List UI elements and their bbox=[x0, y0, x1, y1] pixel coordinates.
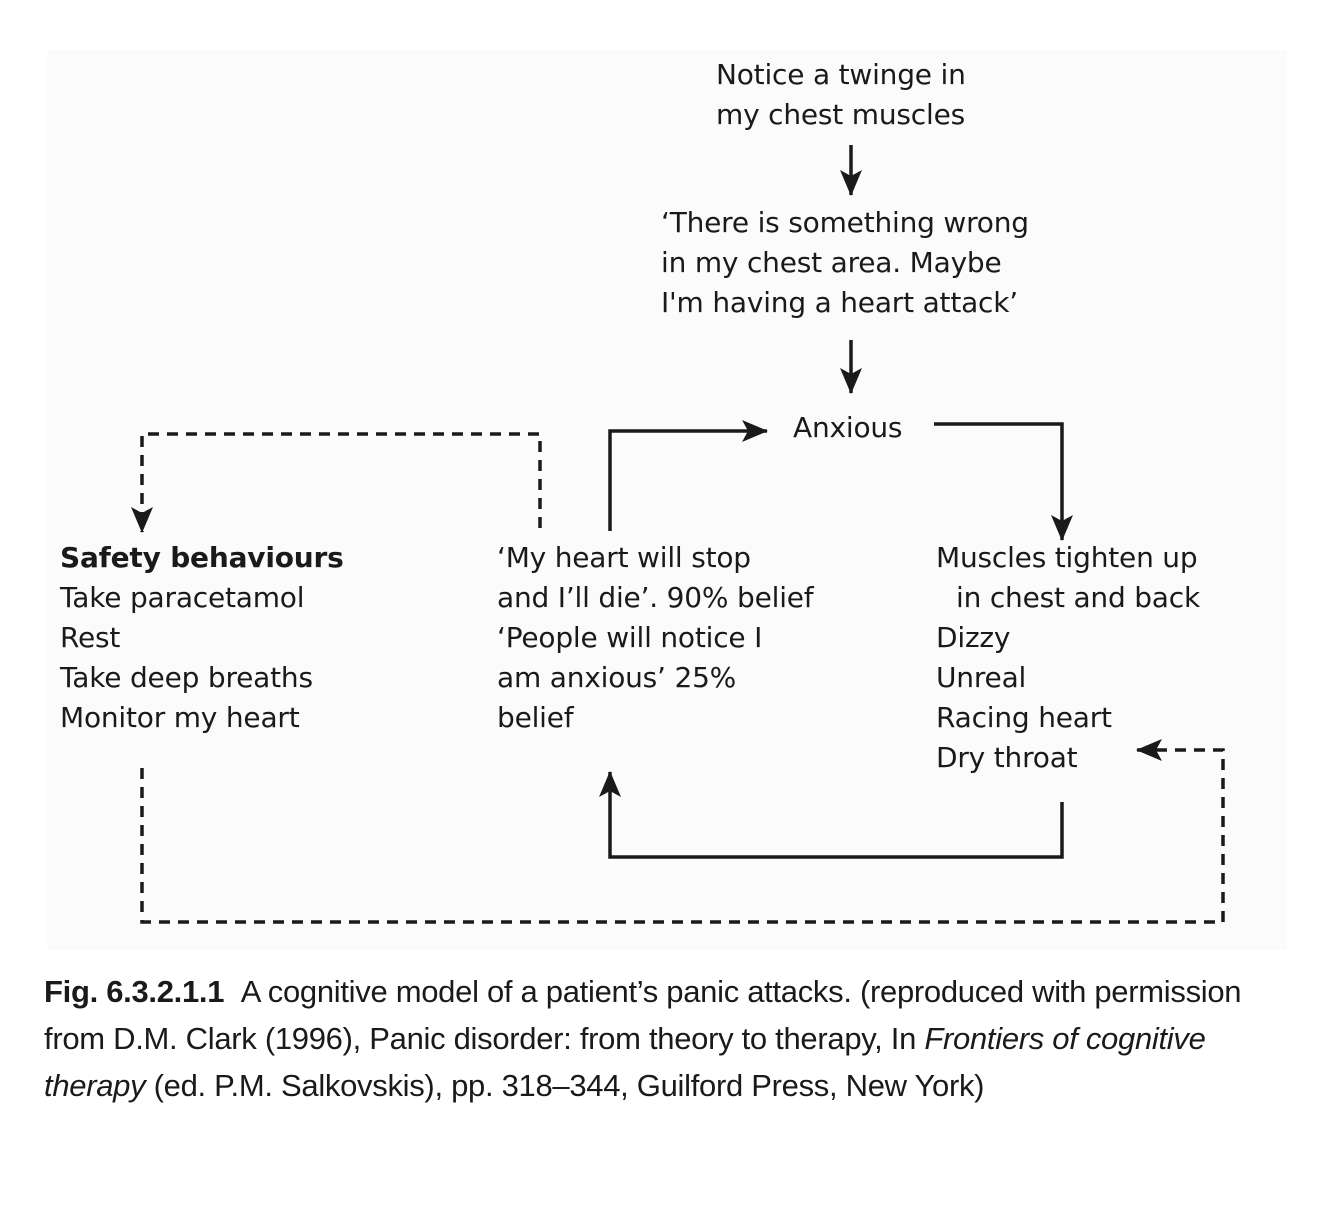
symptom-line: Racing heart bbox=[936, 701, 1112, 734]
symptom-line: Muscles tighten up bbox=[936, 541, 1198, 574]
safety-behaviours-title: Safety behaviours bbox=[60, 541, 344, 574]
anxious-node: Anxious bbox=[793, 408, 903, 448]
anxious-label: Anxious bbox=[793, 411, 903, 444]
trigger-line: Notice a twinge in bbox=[716, 58, 966, 91]
interpretation-line: in my chest area. Maybe bbox=[661, 246, 1002, 279]
arrow-anxious-to-symptoms bbox=[934, 422, 1073, 541]
diagram-figure: Notice a twinge in my chest muscles ‘The… bbox=[47, 50, 1287, 950]
safety-behaviour-item: Monitor my heart bbox=[60, 701, 300, 734]
belief-line: belief bbox=[497, 701, 574, 734]
interpretation-node: ‘There is something wrong in my chest ar… bbox=[661, 203, 1029, 323]
safety-behaviour-item: Rest bbox=[60, 621, 121, 654]
symptom-line: Dizzy bbox=[936, 621, 1011, 654]
diagram-arrows bbox=[131, 145, 1225, 924]
arrow-beliefs-to-anxious bbox=[608, 420, 768, 531]
interpretation-line: I'm having a heart attack’ bbox=[661, 286, 1018, 319]
trigger-node: Notice a twinge in my chest muscles bbox=[716, 55, 966, 135]
belief-line: am anxious’ 25% bbox=[497, 661, 737, 694]
trigger-line: my chest muscles bbox=[716, 98, 965, 131]
belief-line: ‘People will notice I bbox=[497, 621, 763, 654]
interpretation-line: ‘There is something wrong bbox=[661, 206, 1029, 239]
symptoms-node: Muscles tighten up in chest and back Diz… bbox=[936, 538, 1200, 778]
figure-caption: Fig. 6.3.2.1.1 A cognitive model of a pa… bbox=[44, 968, 1284, 1109]
symptom-line: in chest and back bbox=[956, 581, 1200, 614]
safety-behaviour-item: Take deep breaths bbox=[60, 661, 313, 694]
safety-behaviours-node: Safety behaviours Take paracetamol Rest … bbox=[60, 538, 344, 738]
dashed-arrow-safety-to-symptoms bbox=[140, 739, 1225, 924]
caption-book-title: Frontiers of cognitive therapy bbox=[44, 1021, 1206, 1103]
dashed-arrow-beliefs-to-safety bbox=[131, 432, 542, 533]
caption-text-end: (ed. P.M. Salkovskis), pp. 318–344, Guil… bbox=[145, 1068, 985, 1103]
arrow-symptoms-to-beliefs bbox=[599, 771, 1064, 859]
beliefs-node: ‘My heart will stop and I’ll die’. 90% b… bbox=[497, 538, 814, 738]
symptom-line: Unreal bbox=[936, 661, 1027, 694]
belief-line: ‘My heart will stop bbox=[497, 541, 751, 574]
caption-label: Fig. 6.3.2.1.1 bbox=[44, 974, 225, 1009]
belief-line: and I’ll die’. 90% belief bbox=[497, 581, 814, 614]
symptom-line: Dry throat bbox=[936, 741, 1078, 774]
caption-text: A cognitive model of a patient’s panic a… bbox=[44, 974, 1242, 1056]
safety-behaviour-item: Take paracetamol bbox=[60, 581, 305, 614]
